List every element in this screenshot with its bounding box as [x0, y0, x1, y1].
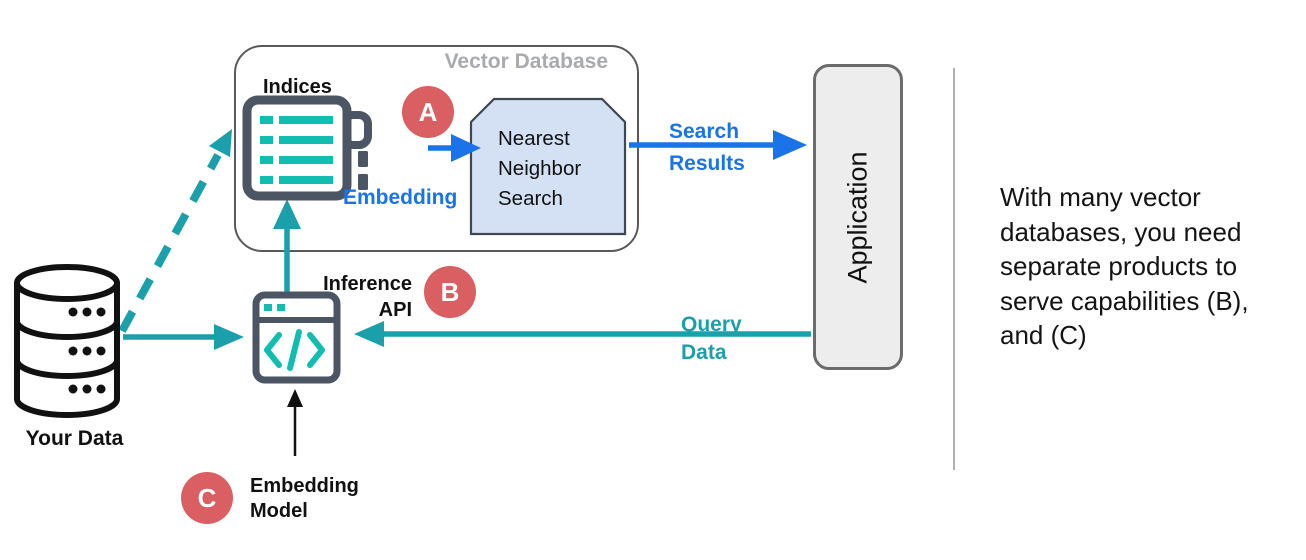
nearest-neighbor-search-polygon [469, 97, 627, 236]
arrow-embedding-model-to-inference-api [287, 389, 303, 456]
nearest-neighbor-search-shape [469, 97, 627, 236]
arrow-your-data-to-indices-dashed [118, 129, 232, 333]
inference-api-label: Inference API [298, 271, 412, 323]
arrow-query-data-to-inference-api [354, 321, 811, 347]
embedding-model-label: Embedding Model [250, 475, 359, 522]
query-data-label: Query Data [681, 311, 742, 367]
arrow-your-data-to-inference-api [123, 324, 244, 350]
badge-c: C [181, 472, 233, 524]
database-cylinder-icon [10, 262, 125, 425]
query-data-line2: Data [681, 341, 727, 364]
indices-icon [242, 95, 377, 208]
inference-api-label-line2: API [378, 299, 412, 321]
badge-b: B [424, 266, 476, 318]
application-label: Application [842, 150, 873, 284]
side-note-line4: serve capabilities (B), [1000, 285, 1249, 316]
nearest-neighbor-search-label: Nearest Neighbor Search [498, 127, 582, 210]
search-results-line1: Search [669, 120, 740, 143]
indices-label: Indices [263, 76, 332, 98]
code-window-icon [252, 291, 341, 389]
inference-api-label-line1: Inference [323, 273, 412, 295]
your-data-label: Your Data [25, 427, 124, 450]
application-node: Application [813, 64, 903, 370]
side-note-line5: and (C) [1000, 320, 1087, 350]
vertical-divider [953, 68, 955, 470]
vector-database-label: Vector Database [444, 50, 608, 73]
embedding-label: Embedding [343, 186, 458, 209]
search-results-line2: Results [669, 152, 745, 175]
side-note-text: With many vector databases, you need sep… [1000, 180, 1306, 353]
query-data-line1: Query [681, 313, 742, 336]
side-note-line1: With many vector [1000, 182, 1201, 212]
badge-a: A [402, 86, 454, 138]
side-note-line2: databases, you need [1000, 216, 1242, 247]
side-note-line3: separate products to [1000, 251, 1238, 281]
search-results-label: Search Results [669, 116, 745, 180]
